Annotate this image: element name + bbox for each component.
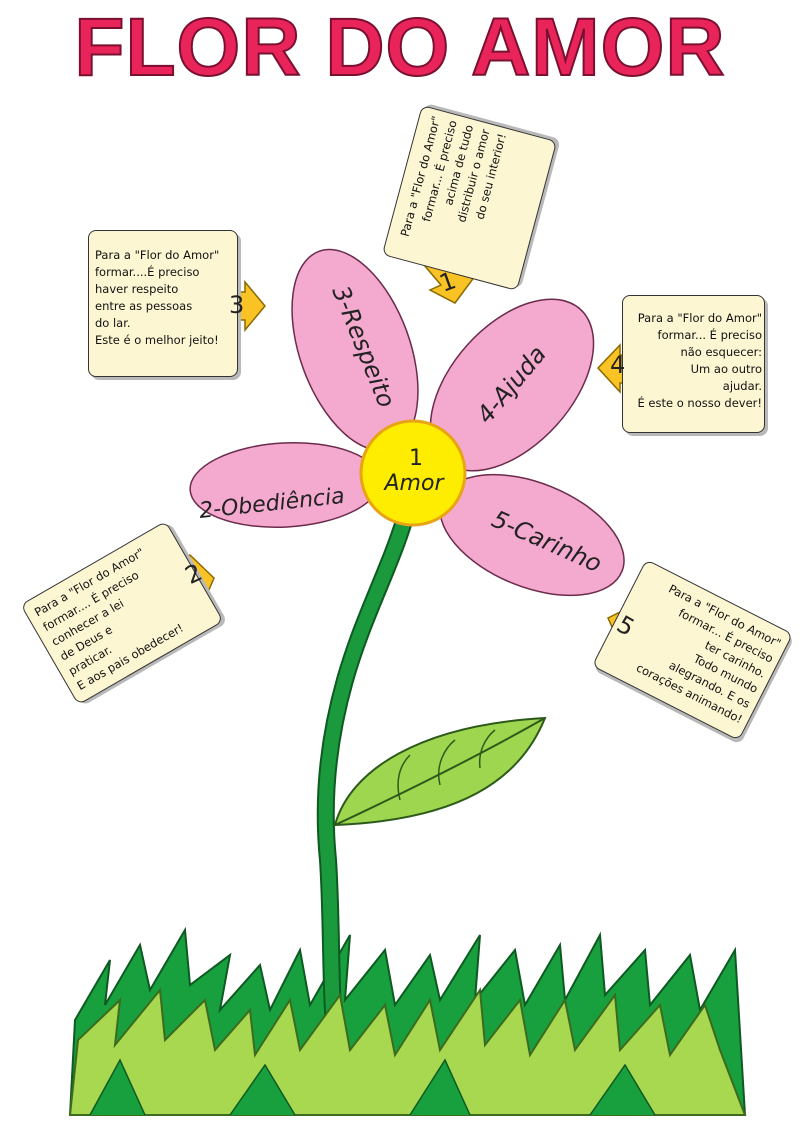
leaf: [333, 716, 547, 827]
tag-3: 3: [229, 291, 245, 319]
tag-4: 4: [610, 351, 626, 379]
note-4-line-6: É este o nosso dever!: [637, 396, 762, 410]
note-4-line-1: Para a "Flor do Amor": [637, 311, 762, 325]
note-4-line-4: Um ao outro: [690, 362, 762, 376]
note-4-line-2: formar... É preciso: [657, 328, 762, 342]
note-3-line-5: do lar.: [95, 316, 131, 330]
note-3-line-1: Para a "Flor do Amor": [95, 248, 220, 262]
grass-front: [68, 987, 747, 1116]
note-4-line-5: ajudar.: [722, 379, 762, 393]
note-3-line-6: Este é o melhor jeito!: [95, 333, 219, 347]
note-3-line-4: entre as pessoas: [95, 299, 193, 313]
note-4: Para a "Flor do Amor" formar... É precis…: [622, 295, 765, 433]
center-number: 1: [409, 446, 423, 471]
page-title: FLOR DO AMOR: [73, 1, 726, 94]
note-3-line-3: haver respeito: [95, 282, 179, 296]
note-3: Para a "Flor do Amor" formar....É precis…: [88, 230, 238, 377]
note-4-line-3: não esquecer:: [680, 345, 762, 359]
flower-center: [359, 419, 467, 527]
note-3-line-2: formar....É preciso: [95, 265, 200, 279]
center-label: Amor: [383, 471, 446, 496]
